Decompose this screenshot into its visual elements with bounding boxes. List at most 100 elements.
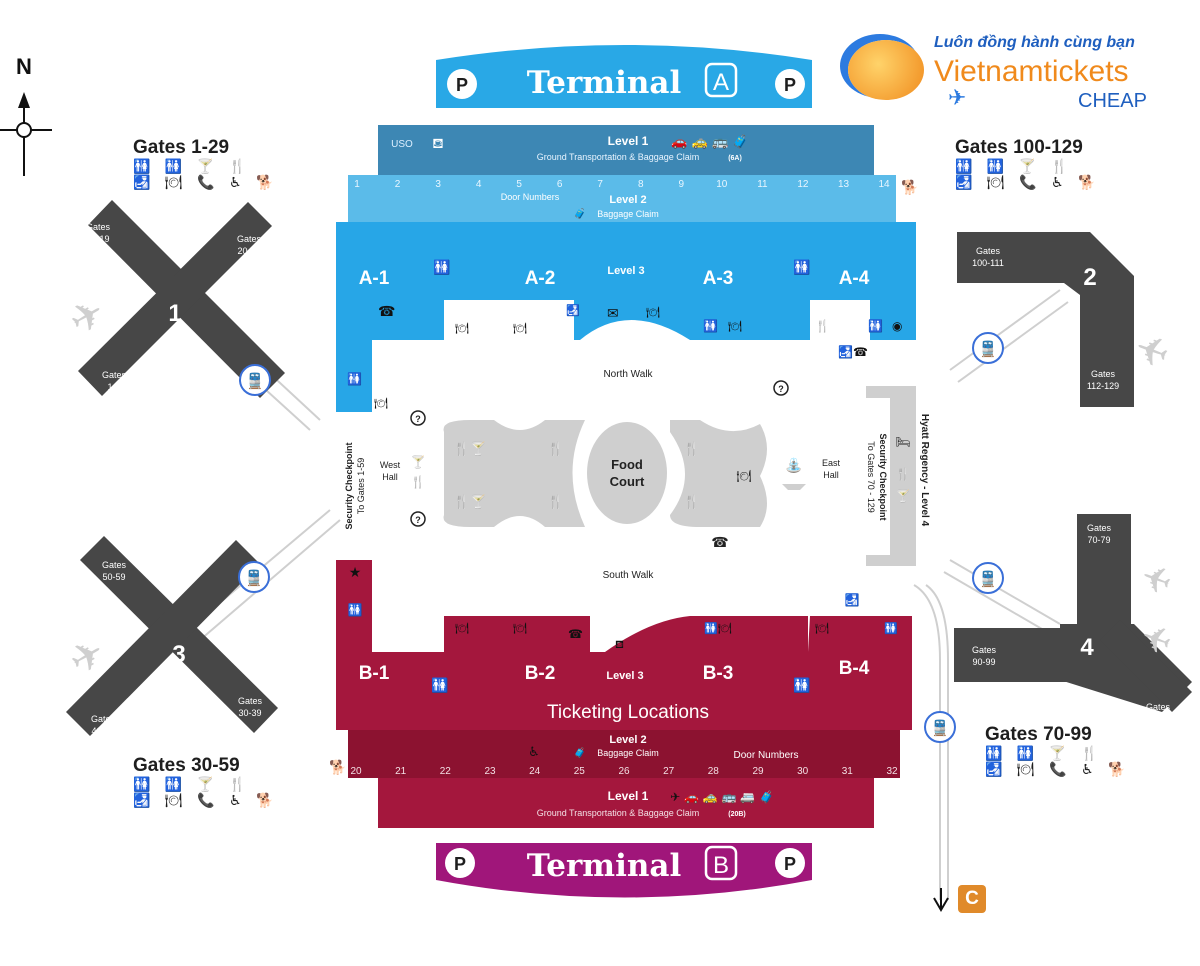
restaurant-icon: 🍴🍸: [454, 493, 486, 510]
brand-logo[interactable]: Luôn đồng hành cùng bạn Vietnamtickets C…: [840, 30, 1170, 120]
uso-label: USO: [391, 139, 413, 150]
door-number: 9: [679, 179, 685, 190]
concourse-1-title: Gates 1-29: [133, 137, 230, 158]
customs-icon: 🛃☎: [838, 345, 868, 359]
north-walk-label: North Walk: [603, 369, 653, 380]
restroom-icon: 🚻: [884, 622, 898, 635]
concourse-2[interactable]: 2 Gates 100-111 Gates 112-129: [957, 232, 1134, 407]
concourse-3[interactable]: 3 Gates 50-59 Gates 30-39 Gates 40-49: [66, 536, 278, 736]
logo-sun-icon: [848, 40, 924, 100]
dining-icon: 🍽: [815, 622, 829, 635]
door-number: 12: [797, 179, 809, 190]
phone-icon: ☎: [378, 304, 395, 320]
concourse-1[interactable]: 1 Gates 10-19 Gates 20-29 Gates 1-9: [78, 200, 285, 398]
door-number: 24: [529, 766, 541, 777]
svg-text:?: ?: [778, 384, 784, 394]
svg-text:112-129: 112-129: [1087, 381, 1119, 391]
compass: N: [0, 54, 52, 176]
svg-text:Ground Transportation & Baggag: Ground Transportation & Baggage Claim: [537, 808, 700, 818]
info-icon: [773, 380, 789, 396]
restroom-icon: 🚻: [793, 259, 810, 276]
amenity-icons-row2: 🛃 🍽 📞 ♿ 🐕: [133, 793, 279, 809]
restaurant-icon: 🍴🍸: [454, 440, 486, 457]
logo-name: Vietnamtickets: [934, 55, 1129, 88]
svg-text:🚆: 🚆: [979, 340, 998, 358]
svg-text:Gates: Gates: [238, 696, 263, 706]
concourse-2-number: 2: [1083, 264, 1096, 291]
svg-text:Gates: Gates: [1091, 369, 1116, 379]
level2-title: Level 2: [609, 194, 646, 206]
restroom-icon: 🚻: [347, 372, 362, 386]
svg-text:P: P: [784, 75, 796, 95]
concourse-4-number: 4: [1080, 634, 1094, 661]
svg-text:90-99: 90-99: [972, 657, 995, 667]
terminal-b-letter: B: [713, 852, 729, 879]
concourse-3-title: Gates 30-59: [133, 755, 240, 776]
escalator-icon: ⛾: [615, 638, 624, 651]
arrow-down-icon: [933, 888, 949, 912]
amenity-icons-row1: 🚻 🚻 🍸 🍴: [985, 746, 1104, 762]
security-east-sub: To Gates 70 - 129: [866, 441, 876, 513]
door-number: 21: [395, 766, 407, 777]
bar-icon: 🍸: [896, 488, 911, 503]
airplane-icon: ✈: [1136, 553, 1178, 602]
restaurant-icon: 🍴: [684, 441, 700, 457]
door-number: 22: [440, 766, 452, 777]
level1-sub: Ground Transportation & Baggage Claim: [537, 152, 700, 162]
dining-icon: 🍽: [513, 322, 527, 335]
center-area: North Walk South Walk Food Court 🍴🍸 🍴 🍴🍸…: [344, 369, 930, 581]
ticketing-label: Ticketing Locations: [547, 702, 709, 723]
svg-text:Court: Court: [610, 474, 645, 489]
svg-text:Gates: Gates: [972, 645, 997, 655]
door-number: 26: [618, 766, 630, 777]
terminal-a-level3[interactable]: A-1 A-2 A-3 A-4 Level 3 🚻 🚻 ☎ 🍽 🍽 🛃 ✉ 🍽 …: [336, 222, 916, 412]
svg-text:Baggage Claim: Baggage Claim: [597, 748, 659, 758]
pet-relief-icon: 🐕: [901, 179, 918, 196]
door-number: 31: [842, 766, 854, 777]
door-number: 7: [597, 179, 603, 190]
svg-text:40-49: 40-49: [91, 726, 114, 736]
door-number: 4: [476, 179, 482, 190]
zone-b1: B-1: [359, 663, 390, 684]
zone-b4: B-4: [839, 658, 870, 679]
terminal-b-level3[interactable]: B-1 B-2 B-3 B-4 Level 3 Ticketing Locati…: [336, 560, 912, 730]
terminal-a-level1: USO ⛾ Level 1 🚗 🚕 🚌 🧳 Ground Transportat…: [378, 125, 874, 175]
terminal-a-banner[interactable]: P P Terminal A: [436, 45, 812, 108]
hotel-icon: 🛏: [895, 435, 910, 449]
restroom-icon: 🚻: [433, 259, 450, 276]
svg-text:100-111: 100-111: [972, 258, 1004, 268]
concourse-4-info: Gates 70-99 🚻 🚻 🍸 🍴 🛃 🍽 📞 ♿ 🐕: [985, 724, 1130, 778]
door-number: 3: [435, 179, 441, 190]
restaurant-icon: 🍴: [548, 494, 564, 510]
concourse-1-number: 1: [168, 300, 181, 327]
amenity-icons-row1: 🚻 🚻 🍸 🍴: [133, 777, 252, 793]
amenity-icons-row2: 🛃 🍽 📞 ♿ 🐕: [955, 175, 1101, 191]
svg-text:🚆: 🚆: [245, 569, 264, 587]
concourse-4-title: Gates 70-99: [985, 724, 1092, 745]
terminal-b-banner[interactable]: P P Terminal B: [436, 843, 812, 898]
svg-text:Level 1: Level 1: [608, 789, 649, 803]
concourse-4[interactable]: 4 Gates 70-79 Gates 90-99 Gates 80-89: [954, 514, 1192, 724]
train-stations[interactable]: 🚆 🚆 🚆 🚆 🚆: [238, 332, 1004, 743]
food-court-center: [587, 422, 667, 524]
phone-icon: ☎: [568, 627, 583, 641]
train-station-icon: 🚆: [238, 561, 270, 593]
svg-text:?: ?: [415, 414, 421, 424]
terminal-b-label: Terminal: [527, 848, 682, 884]
svg-text:🚆: 🚆: [979, 570, 998, 588]
restaurant-icon: 🍴: [815, 319, 830, 333]
amenity-icons-row2: 🛃 🍽 📞 ♿ 🐕: [985, 762, 1131, 778]
restroom-icon: 🚻: [348, 603, 363, 617]
dining-icon: 🍽: [646, 306, 660, 319]
logo-cheap: CHEAP: [1078, 90, 1147, 112]
escalator-icon: ⛾: [432, 136, 443, 152]
concourse-c-link[interactable]: C: [958, 885, 986, 913]
door-number: 25: [574, 766, 586, 777]
svg-text:P: P: [454, 854, 466, 874]
svg-text:?: ?: [415, 515, 421, 525]
door-number: 32: [886, 766, 898, 777]
zone-a4: A-4: [839, 268, 870, 289]
dining-icon: 🍽: [513, 622, 527, 635]
svg-text:Gates: Gates: [91, 714, 116, 724]
